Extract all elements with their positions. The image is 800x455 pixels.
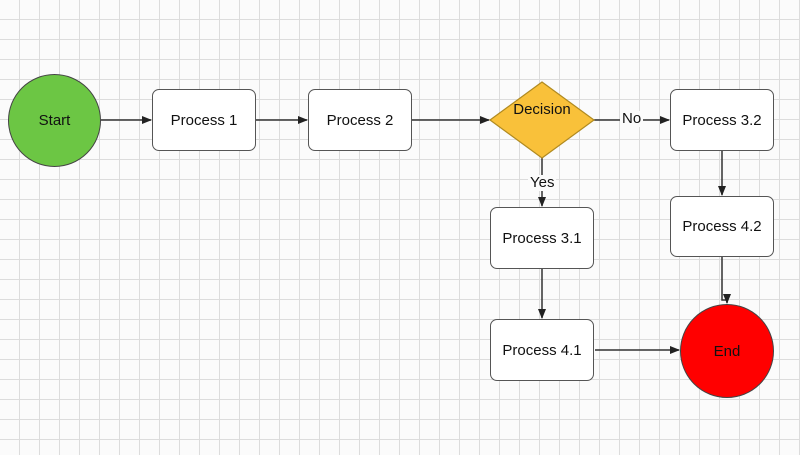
process-4-2-node[interactable]: Process 4.2 [670,196,774,257]
process-2-label: Process 2 [326,111,394,129]
process-4-1-label: Process 4.1 [502,341,582,359]
end-label: End [713,342,741,360]
process-4-2-label: Process 4.2 [682,218,762,235]
process-1-label: Process 1 [170,111,238,129]
start-label: Start [38,112,71,129]
decision-diamond [488,81,596,159]
process-3-1-label: Process 3.1 [502,229,582,247]
decision-label[interactable]: Decision [513,101,571,118]
process-3-2-label: Process 3.2 [682,111,762,129]
edge-label-yes: Yes [528,174,557,191]
process-2-node[interactable]: Process 2 [308,89,412,151]
process-3-2-node[interactable]: Process 3.2 [670,89,774,151]
edge-p42-end [721,257,731,304]
edge-label-no: No [620,110,644,127]
end-node[interactable]: End [680,304,774,398]
process-3-1-node[interactable]: Process 3.1 [490,207,594,269]
process-4-1-node[interactable]: Process 4.1 [490,319,594,381]
process-1-node[interactable]: Process 1 [152,89,256,151]
start-node[interactable]: Start [8,74,101,167]
